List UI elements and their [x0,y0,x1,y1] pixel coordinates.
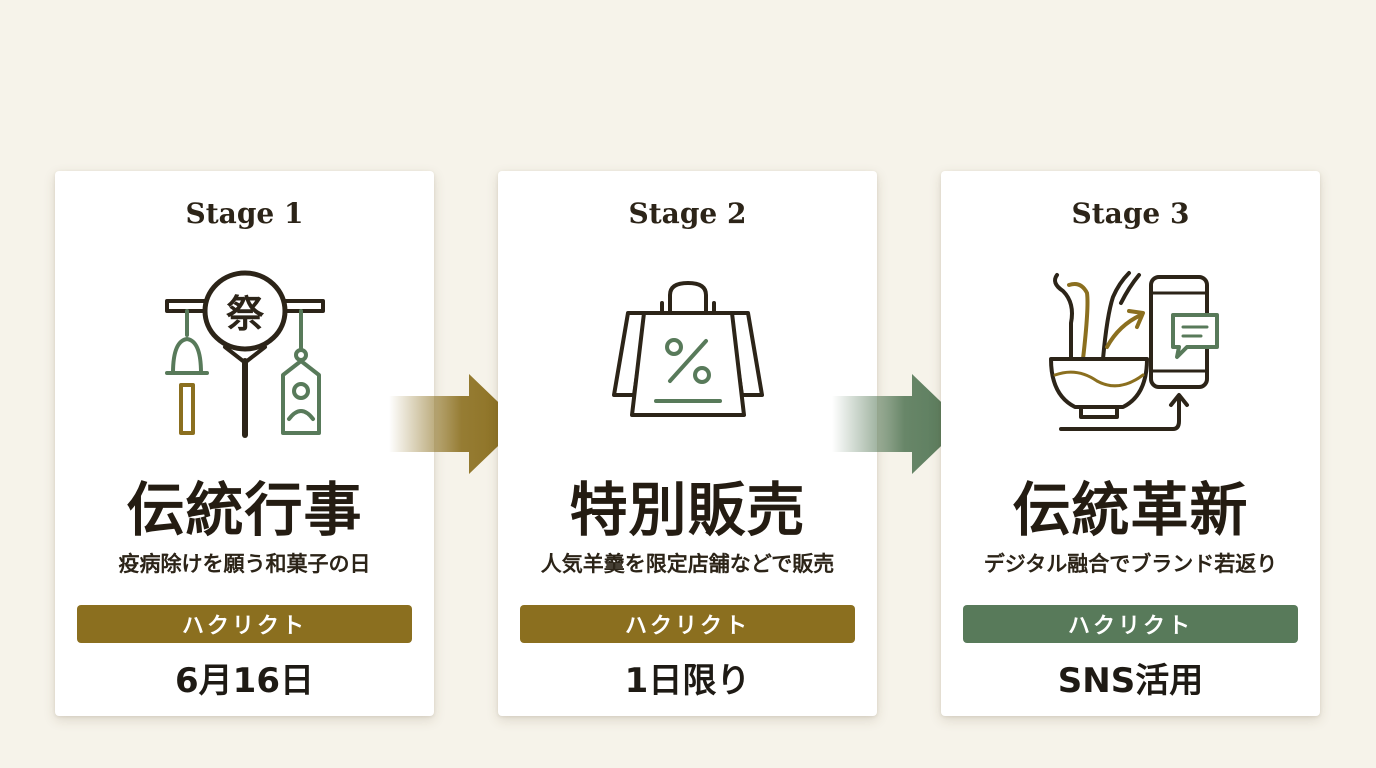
stage-value: 1日限り [624,661,751,701]
stage-title: 特別販売 [569,476,806,544]
stage-description: デジタル融合でブランド若返り [983,552,1278,576]
stage-value: SNS活用 [1057,661,1204,701]
stage-title: 伝統行事 [126,476,363,544]
stage-value: 6月16日 [175,661,314,701]
stage-badge: ハクリクト [520,605,855,643]
stage-badge: ハクリクト [963,605,1298,643]
stage-label: Stage 3 [1071,197,1190,230]
festival-uchiwa-icon: 祭 [155,263,335,443]
stage-label: Stage 1 [185,197,304,230]
bowl-smartphone-icon [1041,263,1221,443]
stage-card-3: Stage 3 伝統革新 デジタル融合 [941,171,1320,716]
stage-card-2: Stage 2 特別販売 人気羊羹を限定店舗などで販売 ハクリクト 1日限り [498,171,877,716]
shopping-bag-percent-icon [598,263,778,443]
flow-arrow-1 [389,374,524,474]
festival-kanji: 祭 [226,291,265,336]
stage-label: Stage 2 [628,197,747,230]
stage-badge: ハクリクト [77,605,412,643]
stage-card-1: Stage 1 祭 伝統行事 疫病除けを願う和菓子の日 ハクリクト 6月16日 [55,171,434,716]
stage-description: 疫病除けを願う和菓子の日 [118,552,371,576]
stage-title: 伝統革新 [1012,476,1249,544]
stage-description: 人気羊羹を限定店舗などで販売 [540,552,835,576]
flow-arrow-2 [832,374,967,474]
